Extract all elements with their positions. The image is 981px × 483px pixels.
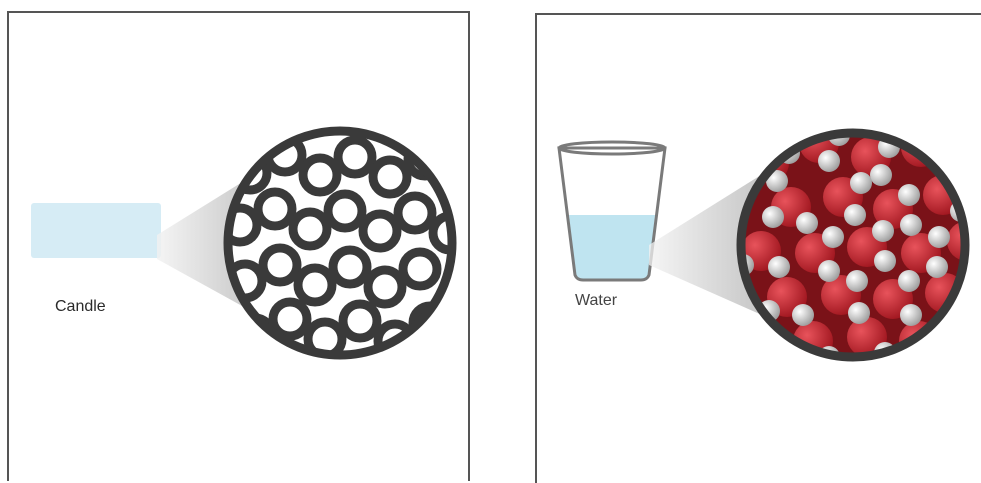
water-panel: Water [535, 13, 981, 483]
water-molecules [732, 120, 981, 370]
candle-wax-shape [31, 203, 161, 258]
water-label: Water [575, 292, 617, 310]
candle-illustration [9, 13, 472, 473]
candle-panel: Candle [7, 11, 470, 481]
candle-label: Candle [55, 298, 106, 316]
water-illustration [537, 15, 981, 475]
